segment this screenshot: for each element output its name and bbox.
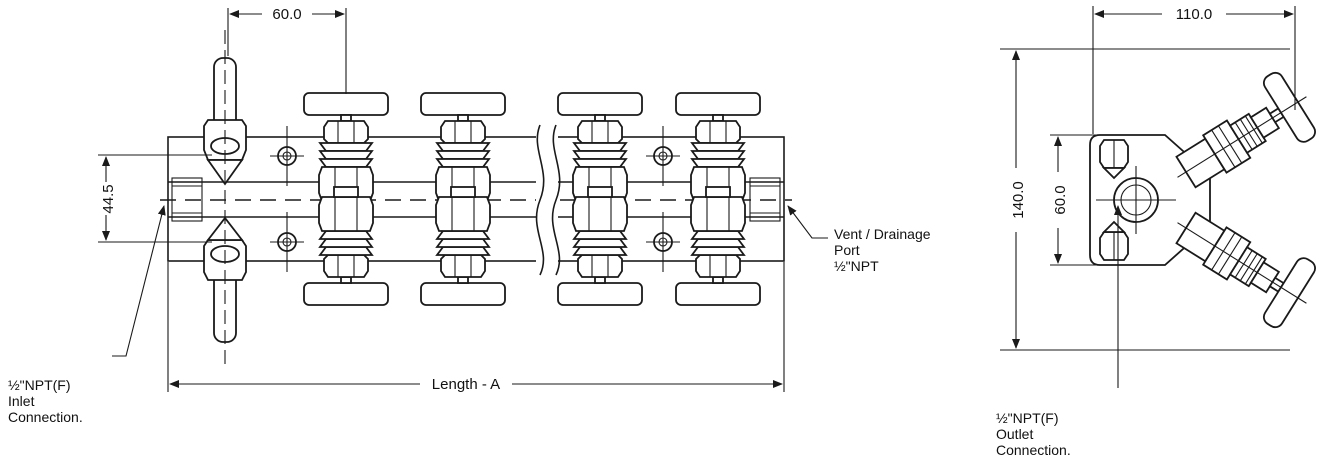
- inlet-label-line1: ½"NPT(F): [8, 377, 71, 393]
- dim-60-side-text: 60.0: [1052, 185, 1069, 214]
- inlet-label-line2: Inlet: [8, 393, 35, 409]
- side-valve-upper: [1175, 71, 1316, 189]
- front-view: 60.0 44.5 Length - A: [98, 6, 828, 393]
- outlet-label-line3: Connection.: [996, 442, 1071, 458]
- dim-140-text: 140.0: [1010, 181, 1027, 219]
- valves-top: [303, 92, 761, 212]
- bolt-markers: [270, 126, 680, 272]
- outlet-label-line1: ½"NPT(F): [996, 410, 1059, 426]
- vent-label-line2: Port: [834, 242, 860, 258]
- break-symbol: [535, 124, 561, 276]
- outlet-label-line2: Outlet: [996, 426, 1034, 442]
- dim-110-text: 110.0: [1176, 6, 1212, 23]
- inlet-leader: [112, 205, 166, 357]
- outlet-connection-label: ½"NPT(F) Outlet Connection.: [996, 410, 1071, 458]
- inlet-label-line3: Connection.: [8, 409, 83, 425]
- inlet-connection-label: ½"NPT(F) Inlet Connection.: [8, 377, 83, 425]
- dim-60-side: 60.0: [1050, 134, 1100, 266]
- dim-44-5: 44.5: [98, 154, 212, 243]
- dim-140: 140.0: [1000, 48, 1290, 351]
- dim-length: Length - A: [167, 262, 785, 393]
- valves-bottom: [303, 186, 761, 306]
- side-valve-lower: [1175, 211, 1316, 329]
- dim-110: 110.0: [1092, 6, 1296, 134]
- dim-height-text: 44.5: [100, 184, 117, 213]
- dim-length-text: Length - A: [432, 376, 500, 393]
- vent-leader: [787, 205, 828, 239]
- inlet-pipe: [203, 30, 247, 370]
- dim-60-top: 60.0: [227, 6, 347, 94]
- vent-label-line3: ½"NPT: [834, 258, 879, 274]
- side-view: 110.0 140.0 60.0: [1000, 6, 1316, 388]
- vent-label-line1: Vent / Drainage: [834, 226, 931, 242]
- vent-port-label: Vent / Drainage Port ½"NPT: [834, 226, 931, 274]
- dim-top-text: 60.0: [272, 6, 301, 23]
